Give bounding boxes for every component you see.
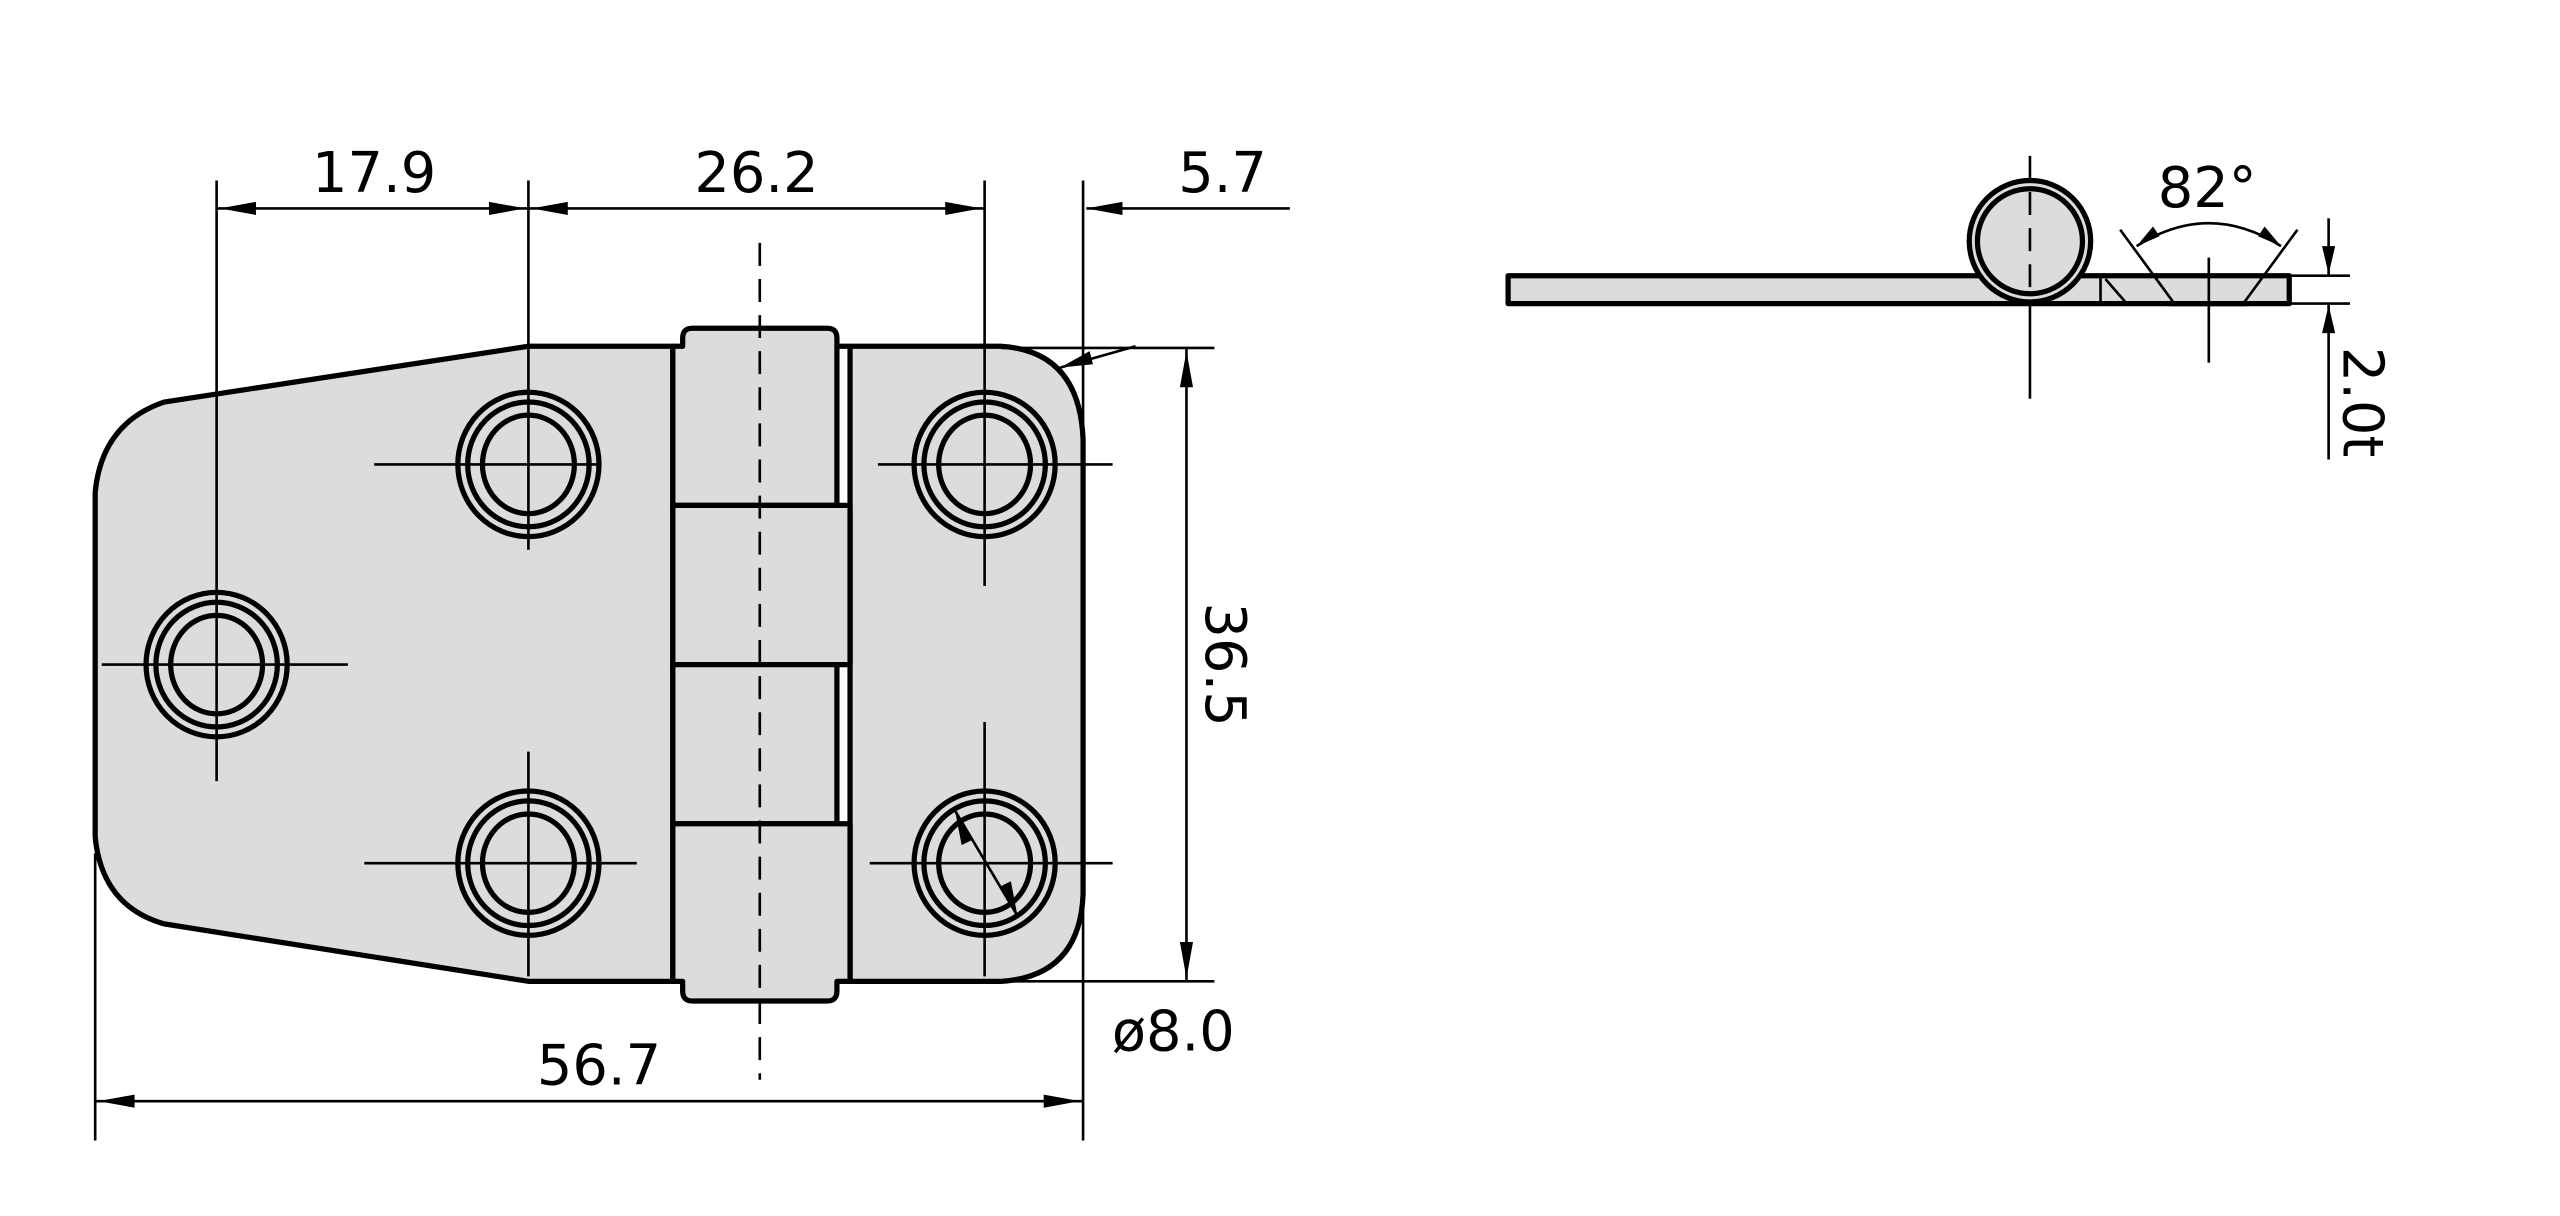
dim-label: 36.5 [1192, 603, 1257, 727]
dimension-5-7: 5.7 [1059, 141, 1290, 369]
dim-label: 26.2 [694, 141, 818, 206]
dim-label: 5.7 [1178, 141, 1267, 206]
dim-label: 17.9 [312, 141, 436, 206]
dimension-26-2: 26.2 [528, 141, 985, 215]
front-view: 17.9 26.2 5.7 36.5 56.7 ø8.0 [92, 141, 1290, 1141]
leaf-profile [1505, 273, 2292, 307]
dim-label: 56.7 [537, 1034, 661, 1099]
hinge-leaf-right [834, 343, 1086, 984]
dimension-56-7: 56.7 [95, 1034, 1084, 1108]
hinge-knuckles [670, 242, 853, 1080]
dimension-thickness: 2.0t [2289, 218, 2394, 460]
dimension-36-5: 36.5 [1179, 347, 1257, 982]
side-view: 82° 2.0t [1505, 156, 2394, 460]
dim-label: ø8.0 [1112, 999, 1235, 1064]
angle-label: 82° [2158, 156, 2257, 221]
dimension-17-9: 17.9 [216, 141, 529, 215]
dimension-hole-diameter: ø8.0 [953, 809, 1235, 1064]
thickness-label: 2.0t [2329, 347, 2394, 458]
countersink: 82° [2099, 156, 2299, 363]
center-lines [93, 180, 1215, 1141]
